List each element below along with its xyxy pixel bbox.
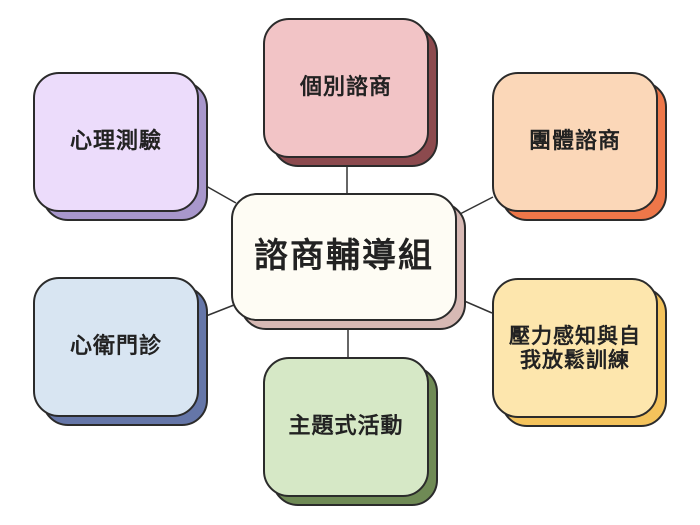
node-themed-activities: 主題式活動 xyxy=(263,357,438,506)
node-label: 壓力感知與自 我放鬆訓練 xyxy=(509,323,641,372)
center-node: 諮商輔導組 xyxy=(231,193,466,330)
node-face: 個別諮商 xyxy=(263,18,429,158)
center-node-face: 諮商輔導組 xyxy=(231,193,457,321)
node-mental-health-clinic: 心衛門診 xyxy=(33,277,208,426)
node-label: 主題式活動 xyxy=(288,414,404,440)
node-group-counseling: 團體諮商 xyxy=(492,72,667,221)
node-stress-relaxation-training: 壓力感知與自 我放鬆訓練 xyxy=(492,278,667,427)
node-face: 心理測驗 xyxy=(33,72,199,212)
node-face: 心衛門診 xyxy=(33,277,199,417)
node-face: 主題式活動 xyxy=(263,357,429,497)
node-label: 心衛門診 xyxy=(69,334,162,360)
node-psych-testing: 心理測驗 xyxy=(33,72,208,221)
connector-tl xyxy=(205,185,237,204)
connector-tr xyxy=(457,196,494,216)
node-label: 心理測驗 xyxy=(69,129,162,155)
center-node-label: 諮商輔導組 xyxy=(254,236,434,277)
node-individual-counseling: 個別諮商 xyxy=(263,18,438,167)
node-label: 個別諮商 xyxy=(299,75,392,101)
node-face: 壓力感知與自 我放鬆訓練 xyxy=(492,278,658,418)
connector-bl xyxy=(205,304,235,317)
connector-br xyxy=(461,299,493,314)
node-label: 團體諮商 xyxy=(528,129,621,155)
node-face: 團體諮商 xyxy=(492,72,658,212)
